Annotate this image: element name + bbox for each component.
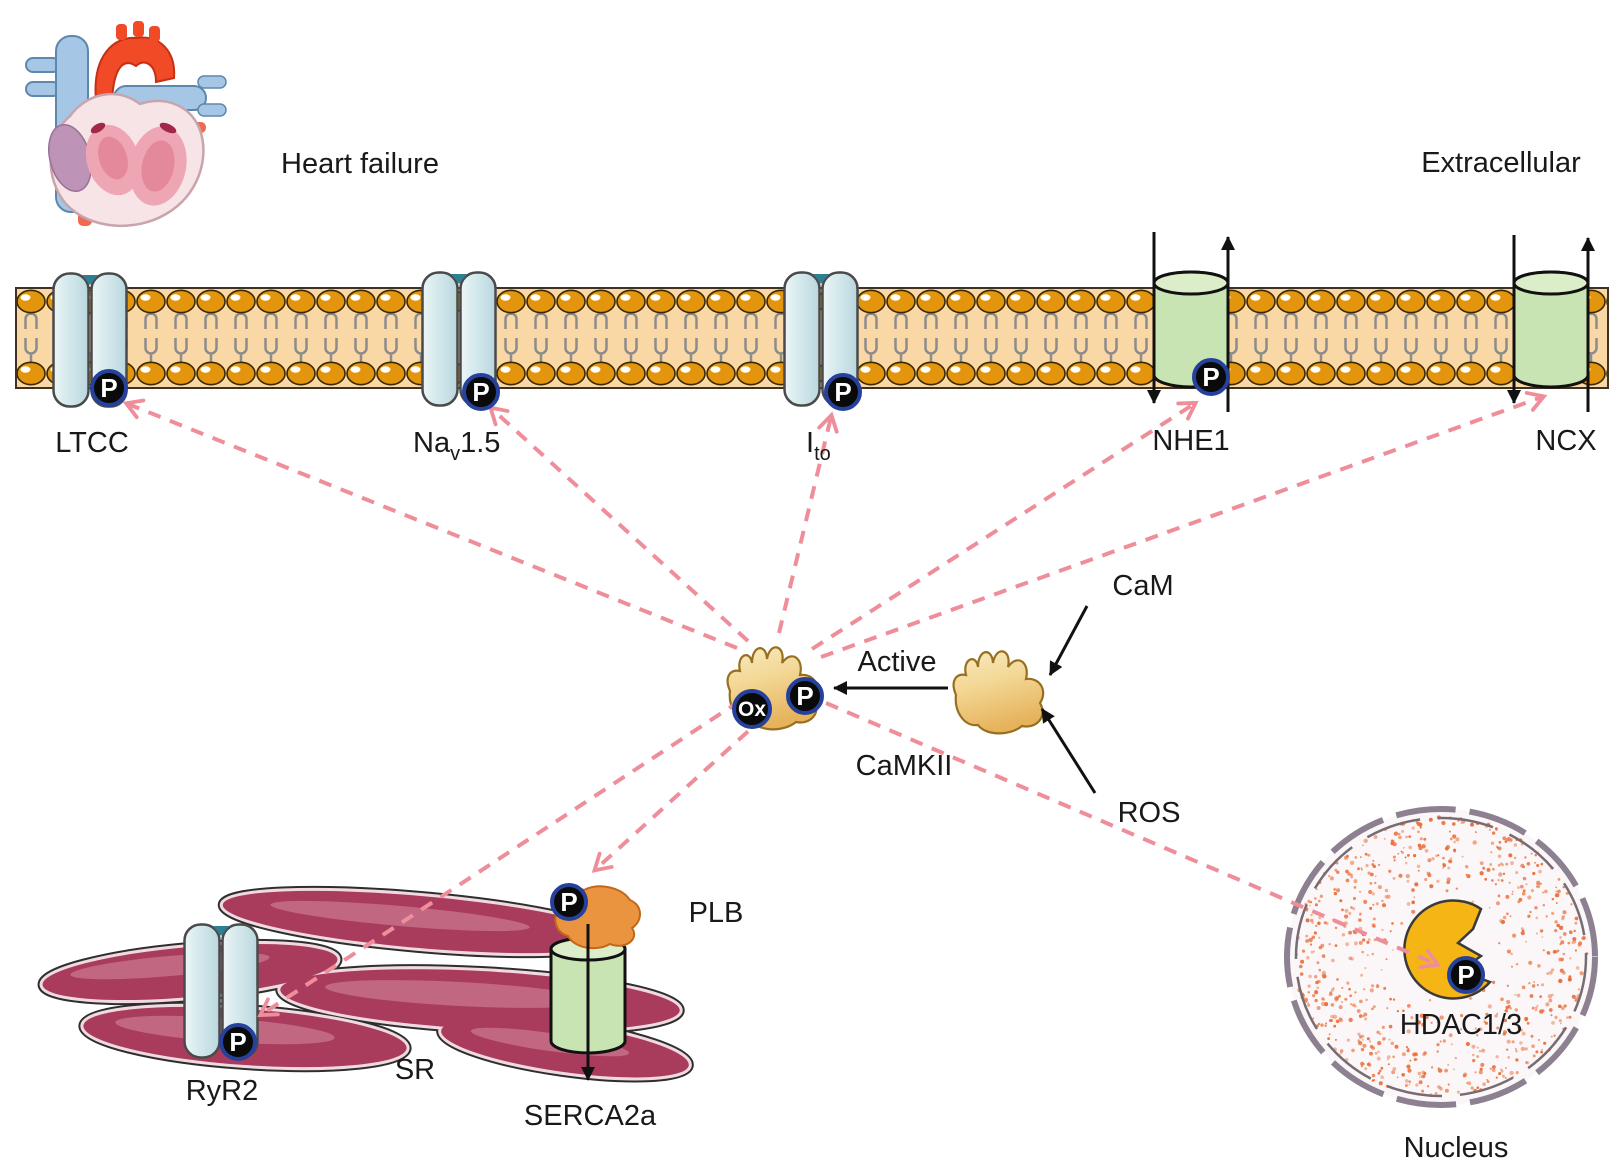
hdac-protein	[1403, 899, 1493, 1000]
svg-text:Ox: Ox	[738, 698, 766, 721]
nhe1-phospho-badge: P	[1192, 358, 1230, 396]
camkii-phospho-badge: P	[786, 677, 824, 715]
extracellular-label: Extracellular	[1421, 147, 1581, 179]
nucleus-label: Nucleus	[1404, 1132, 1509, 1164]
camkii-ox-badge: Ox	[732, 689, 772, 729]
ros-label: ROS	[1118, 797, 1181, 829]
ncx-transporter	[1507, 235, 1595, 412]
heart-vessel-stub	[25, 57, 61, 73]
nuclear-envelope-outer	[1284, 806, 1598, 1108]
heart-illustration	[25, 21, 227, 228]
ryr2-phospho-badge: P	[219, 1023, 257, 1061]
arrow-to-nhe1	[810, 400, 1199, 651]
aorta-branch	[149, 26, 160, 42]
plb-phospho-badge: P	[550, 883, 588, 921]
aorta-branch	[133, 21, 144, 37]
ncx-label: NCX	[1535, 425, 1596, 457]
ito-label: Ito	[806, 427, 831, 465]
chromatin-speckles	[1295, 815, 1589, 1097]
svg-text:P: P	[1202, 362, 1219, 392]
nav15-label: Nav1.5	[413, 427, 500, 465]
valve-mark	[90, 122, 106, 134]
aorta-branch	[116, 24, 127, 40]
cam-arrow	[1048, 605, 1089, 676]
arrow-to-ltcc	[122, 398, 738, 650]
ltcc-label: LTCC	[55, 427, 129, 459]
nhe1-label: NHE1	[1152, 425, 1229, 457]
ltcc-phospho-badge: P	[90, 369, 128, 407]
svg-text:P: P	[1457, 960, 1474, 990]
arrow-to-ito	[777, 411, 839, 634]
nucleus	[1284, 806, 1598, 1108]
hdac-label: HDAC1/3	[1400, 1009, 1523, 1041]
cam-label: CaM	[1112, 570, 1173, 602]
plb-label: PLB	[689, 897, 744, 929]
camkii-label: CaMKII	[856, 750, 953, 782]
ryr2-label: RyR2	[186, 1075, 259, 1107]
ito-phospho-badge: P	[824, 373, 862, 411]
heart-failure-label: Heart failure	[281, 148, 439, 180]
arrow-to-hdac	[825, 701, 1442, 970]
svg-text:P: P	[560, 887, 577, 917]
valve-mark	[159, 122, 177, 134]
active-label: Active	[858, 646, 937, 678]
svg-text:P: P	[834, 377, 851, 407]
arrow-to-plb	[591, 714, 767, 873]
nav15-phospho-badge: P	[462, 373, 500, 411]
serca2a-label: SERCA2a	[524, 1100, 657, 1132]
camkii-inactive-protein	[952, 650, 1045, 735]
arrow-to-nav15	[487, 405, 750, 643]
pulmonary-branch	[197, 75, 227, 89]
chamber-shade	[141, 140, 175, 192]
pulmonary-branch	[197, 103, 227, 117]
hdac-phospho-badge: P	[1447, 956, 1485, 994]
svg-text:P: P	[796, 681, 813, 711]
arrow-to-ncx	[820, 391, 1548, 659]
phosphorylation-arrows	[122, 391, 1548, 1018]
chamber-shade	[98, 136, 128, 180]
sr-label: SR	[395, 1054, 435, 1086]
nuclear-envelope-inner	[1294, 816, 1588, 1098]
svg-text:P: P	[100, 373, 117, 403]
svg-text:P: P	[472, 377, 489, 407]
aorta	[94, 36, 176, 101]
ros-arrow	[1040, 708, 1097, 794]
heart-vessel-stub	[25, 81, 61, 97]
arrow-to-ryr2	[257, 699, 742, 1018]
svg-text:P: P	[229, 1027, 246, 1057]
